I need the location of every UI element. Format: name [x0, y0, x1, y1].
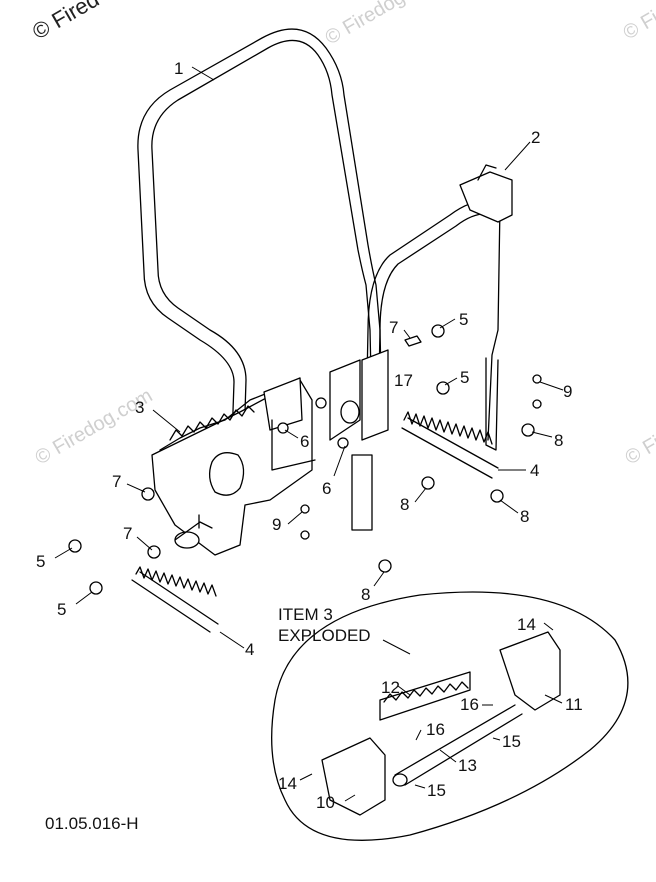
callout-7-c: 7	[389, 318, 398, 337]
callout-8-c: 8	[554, 431, 563, 450]
callout-10: 10	[316, 793, 335, 812]
callout-14-b: 14	[278, 774, 297, 793]
callout-8-b: 8	[520, 507, 529, 526]
callout-4-lower: 4	[245, 640, 254, 659]
exploded-part-11	[499, 631, 561, 711]
callout-15-b: 15	[427, 781, 446, 800]
callout-15-a: 15	[502, 732, 521, 751]
watermark-right: © Firedog.com	[622, 385, 656, 470]
callout-11: 11	[565, 695, 583, 714]
callout-6-b: 6	[322, 479, 331, 498]
exploded-part-12	[379, 671, 471, 721]
callout-13: 13	[458, 756, 477, 775]
callout-2: 2	[531, 128, 540, 147]
callout-6-a: 6	[300, 432, 309, 451]
callout-17: 17	[394, 371, 413, 390]
callout-16-a: 16	[460, 695, 479, 714]
springs	[131, 411, 499, 633]
callout-4-upper: 4	[530, 461, 539, 480]
callout-7-b: 7	[123, 524, 132, 543]
bolt-7a	[141, 487, 155, 501]
callout-labels: 1 2 3 4 4 5 5 5 5 6 6 7 7 7 8 8 8 8 9 9 …	[36, 59, 583, 812]
hardware	[68, 324, 542, 595]
watermark-top-center: © Firedog.com	[322, 0, 447, 49]
callout-7-a: 7	[112, 472, 121, 491]
callout-5-b: 5	[460, 368, 469, 387]
callout-12: 12	[381, 678, 400, 697]
callout-9-a: 9	[563, 382, 572, 401]
callout-8-d: 8	[361, 585, 370, 604]
watermark-top-right: © Firedog.com	[620, 0, 656, 44]
exploded-view	[271, 591, 629, 841]
leader-lines	[54, 66, 564, 802]
callout-16-b: 16	[426, 720, 445, 739]
callout-9-b: 9	[272, 515, 281, 534]
callout-5-c: 5	[36, 552, 45, 571]
figure-code: 01.05.016-H	[45, 814, 139, 833]
callout-5-a: 5	[459, 310, 468, 329]
exploded-part-10	[321, 737, 386, 816]
footrest-assembly	[151, 359, 361, 556]
callout-5-d: 5	[57, 600, 66, 619]
roll-bar-frame	[137, 28, 513, 531]
watermark-corner: © Fired	[28, 0, 103, 44]
callout-14-a: 14	[517, 615, 536, 634]
callout-8-a: 8	[400, 495, 409, 514]
callout-1: 1	[174, 59, 183, 78]
callout-3: 3	[135, 398, 144, 417]
exploded-title-line2: EXPLODED	[278, 626, 371, 645]
exploded-title-line1: ITEM 3	[278, 605, 333, 624]
